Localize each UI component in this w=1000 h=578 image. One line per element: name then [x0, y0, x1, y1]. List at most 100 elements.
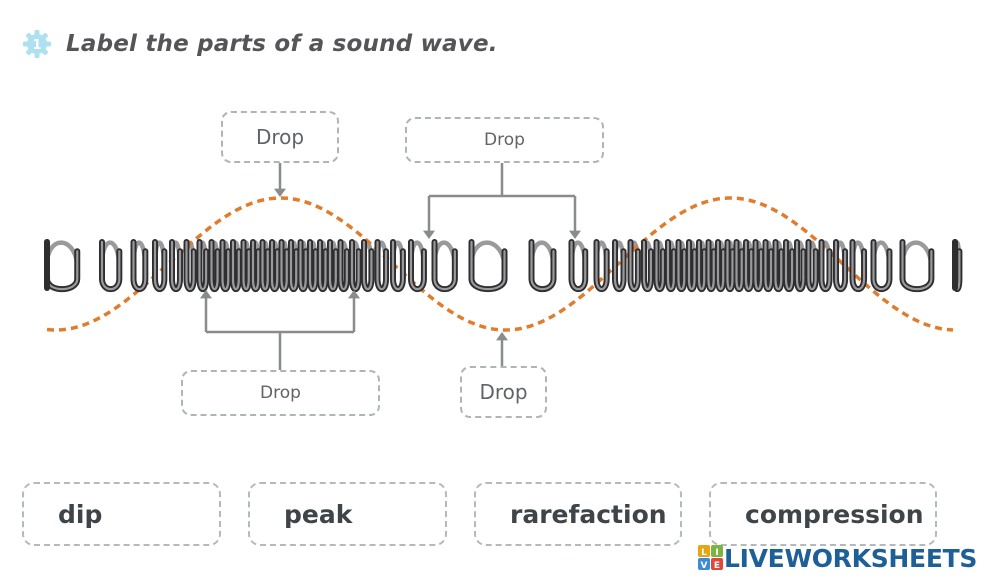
coil-front-core [629, 240, 640, 291]
arrow-up-icon [200, 290, 212, 299]
arrow-down-icon [569, 230, 581, 239]
coil-front-core [170, 240, 182, 291]
word-label: rarefaction [510, 499, 667, 529]
coil-front-core [433, 240, 456, 291]
word-card-rarefaction[interactable]: rarefaction [474, 482, 682, 546]
coil-front-outline [593, 239, 610, 293]
coil-front-core [697, 240, 706, 291]
coil-front-outline [130, 239, 149, 293]
arrow-down-icon [423, 230, 435, 239]
coil-front-core [595, 240, 608, 291]
coil-front-core [308, 240, 317, 291]
word-card-compression[interactable]: compression [709, 482, 937, 546]
arrow-up-icon [348, 290, 360, 299]
coil-front-core [716, 240, 725, 291]
coil-front-core [872, 240, 891, 291]
svg-text:I: I [715, 548, 718, 558]
coil-front-core [687, 240, 696, 291]
coil-front-core [299, 240, 307, 291]
logo-badge-icon: L I V E [698, 545, 723, 571]
coil-front-core [642, 240, 652, 291]
coil-front-core [666, 240, 675, 291]
word-label: dip [58, 499, 103, 529]
coil-front-core [350, 240, 360, 291]
coil-front-outline [568, 239, 589, 293]
word-label: peak [284, 499, 353, 529]
coil-front-outline [849, 239, 868, 293]
coil-front-core [362, 240, 373, 291]
coil-front-core [328, 240, 337, 291]
coil-front-core [153, 240, 166, 291]
drop-zone-label: Drop [260, 383, 301, 403]
arrow-up-icon [496, 332, 508, 341]
icon-number: 1 [32, 38, 41, 53]
word-card-dip[interactable]: dip [22, 482, 221, 546]
coil-front-core [795, 240, 805, 291]
coil-front-core [100, 240, 121, 291]
coil-front-core [707, 240, 715, 291]
coil-front-core [132, 240, 147, 291]
coil-front-core [339, 240, 348, 291]
coil-front-core [764, 240, 773, 291]
coil-front-core [318, 240, 327, 291]
coil-front-core [198, 240, 208, 291]
coil-front-core [270, 240, 279, 291]
coil-front-core [210, 240, 219, 291]
gear-number-icon: 1 [23, 30, 51, 58]
coil-front-core [185, 240, 195, 291]
sound-wave-curve [46, 196, 954, 332]
coil-front-core [261, 240, 269, 291]
drop-zone-label: Drop [255, 125, 305, 149]
coil-front-core [807, 240, 817, 291]
coil-front-outline [408, 239, 427, 293]
coil-front-core [744, 240, 753, 291]
coil-front-core [376, 240, 388, 291]
coil-front-core [851, 240, 866, 291]
svg-text:E: E [714, 561, 720, 571]
coil-front-core [391, 240, 404, 291]
coil-front-core [231, 240, 240, 291]
coil-front-core [820, 240, 831, 291]
drop-zone-label: Drop [479, 380, 528, 404]
coil-front-core [530, 240, 555, 291]
liveworksheets-logo: L I V E LIVEWORKSHEETS [698, 542, 977, 574]
coil-front-core [726, 240, 734, 291]
logo-text: LIVEWORKSHEETS [724, 543, 978, 573]
coil-front-core [655, 240, 664, 291]
coil-back [44, 240, 80, 266]
coil-front-core [735, 240, 743, 291]
instruction-text: Label the parts of a sound wave. [66, 31, 498, 57]
word-card-peak[interactable]: peak [248, 482, 447, 546]
svg-text:L: L [701, 548, 707, 558]
coil-front-core [774, 240, 783, 291]
coil-front-core [754, 240, 763, 291]
connectors [200, 163, 581, 370]
coil-front-core [613, 240, 625, 291]
coil-back [432, 240, 458, 266]
coil-front-outline [152, 239, 168, 293]
coil-front-core [470, 240, 506, 291]
coil-front-core [834, 240, 847, 291]
coil-back [469, 240, 507, 266]
coil-front-core [251, 240, 260, 291]
drop-zone-bottom-left[interactable]: Drop [181, 370, 380, 416]
coil-front-core [784, 240, 794, 291]
coil-front-core [221, 240, 230, 291]
coil-front-core [280, 240, 288, 291]
coil-front-outline [390, 239, 406, 293]
coil-front-core [409, 240, 426, 291]
coil-back [529, 240, 556, 266]
coil-front-core [901, 240, 933, 291]
coil-front-core [677, 240, 686, 291]
word-label: compression [745, 499, 924, 529]
drop-zone-compression-top[interactable]: Drop [405, 117, 604, 163]
spring-coil-front [44, 239, 963, 293]
arrow-down-icon [274, 188, 286, 197]
svg-text:V: V [701, 561, 708, 571]
drop-zone-peak[interactable]: Drop [221, 111, 339, 163]
coil-back [900, 240, 934, 266]
coil-front-core [289, 240, 298, 291]
coil-front-core [570, 240, 587, 291]
drop-zone-dip[interactable]: Drop [460, 366, 547, 418]
